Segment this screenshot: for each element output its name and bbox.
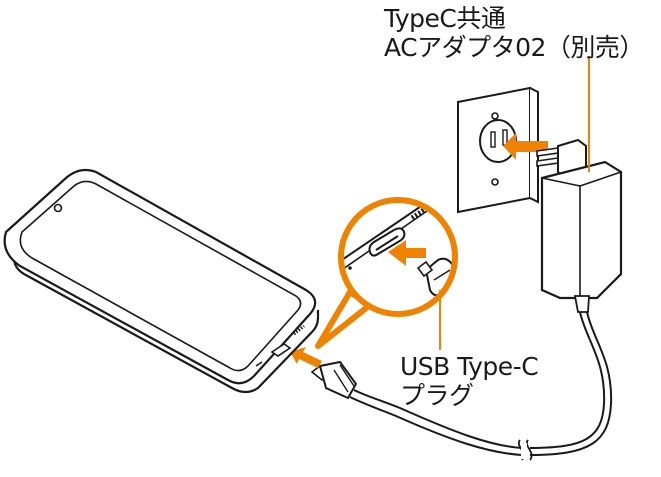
usb-c-plug — [310, 360, 358, 400]
adapter-label-line2: ACアダプタ02（別売） — [384, 33, 644, 62]
zoom-callout — [315, 197, 458, 349]
plug-label-line2: プラグ — [400, 381, 474, 410]
ac-adapter — [536, 138, 623, 313]
plug-label-line1: USB Type-C — [400, 352, 539, 381]
insert-arrow-outlet — [503, 133, 548, 160]
smartphone — [3, 168, 320, 394]
usb-cable — [349, 311, 613, 456]
adapter-label-line1: TypeC共通 — [384, 4, 506, 33]
insert-arrow-phone — [290, 347, 322, 368]
